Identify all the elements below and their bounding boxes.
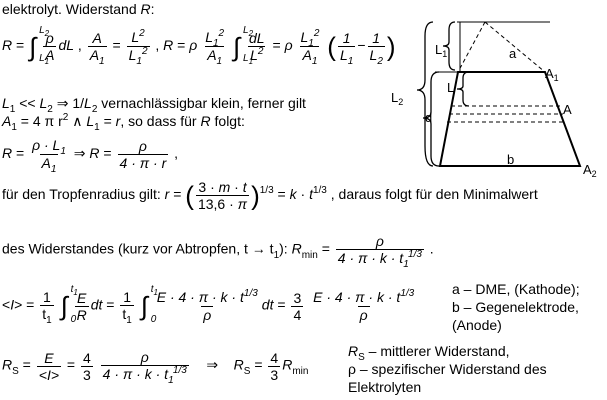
legend-rho2: Elektrolyten	[348, 379, 422, 395]
label-A1: A1	[545, 66, 559, 83]
legend-b2: (Anode)	[452, 317, 502, 333]
label-d: d	[425, 110, 432, 125]
text-line-l5: A1 = 4 π r2 ∧ L1 = r, so dass für R folg…	[2, 112, 245, 133]
label-A2: A2	[583, 162, 597, 179]
heading-line: elektrolyt. Widerstand R:	[2, 1, 155, 17]
legend-rs: RS – mittlerer Widerstand,	[348, 343, 510, 363]
electrode-trapezoid-figure: L1 L L2 d a A1 A b A2	[391, 21, 597, 179]
label-L1: L1	[435, 42, 447, 59]
legend-rho1: ρ – spezifischer Widerstand des	[348, 361, 547, 377]
label-L2: L2	[391, 90, 403, 107]
legend-a: a – DME, (Kathode);	[452, 281, 580, 297]
label-a: a	[509, 46, 517, 61]
formula-drop-radius: für den Tropfenradius gilt: r = (3 · m ·…	[2, 179, 538, 212]
label-L: L	[447, 80, 454, 95]
legend-b1: b – Gegenelektrode,	[452, 299, 579, 315]
label-b: b	[507, 152, 514, 167]
label-A: A	[563, 102, 572, 117]
formula-r-min: des Widerstandes (kurz vor Abtropfen, t …	[2, 233, 434, 270]
text-line-l4: L1 << L2 ⇒ 1/L2 vernachlässigbar klein, …	[2, 95, 306, 115]
